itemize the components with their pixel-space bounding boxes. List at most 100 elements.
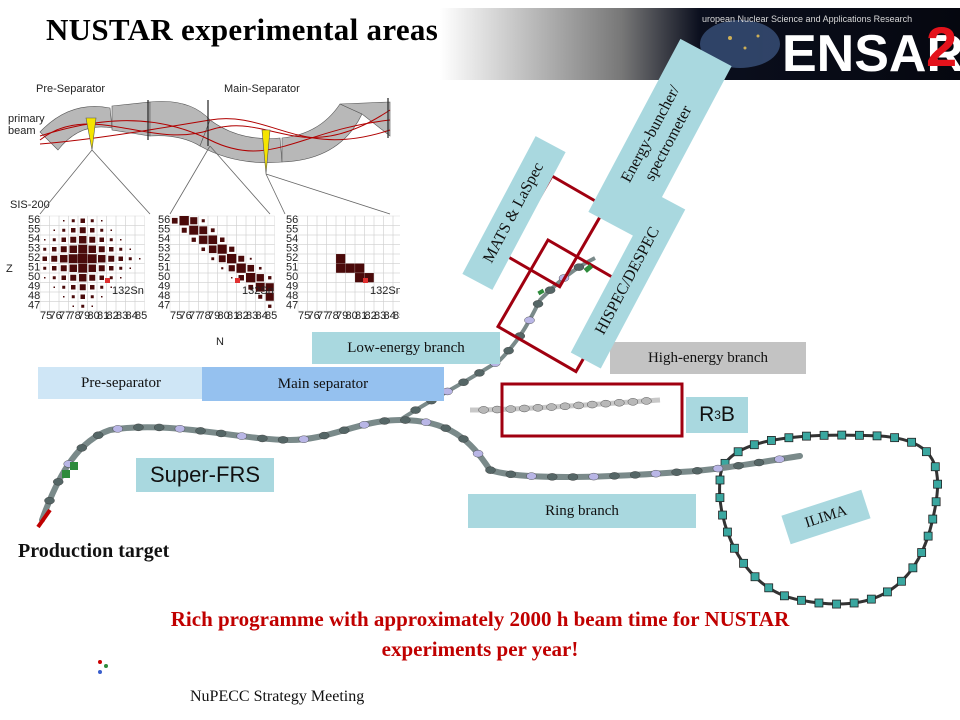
n-tick: 79	[208, 310, 220, 322]
isotope-grid-1: 5655545352515049484775767778798081828384…	[28, 214, 147, 322]
primary-beam-label-2: beam	[8, 125, 36, 137]
ring-magnet	[907, 437, 917, 447]
beam-magnet	[359, 421, 370, 429]
ensar-logo-text: ENSAR	[782, 25, 960, 80]
n-tick: 77	[59, 310, 71, 322]
beam-magnet	[420, 418, 432, 426]
production-target-label: Production target	[18, 540, 170, 562]
n-tick: 76	[308, 310, 320, 322]
n-tick: 82	[107, 310, 119, 322]
beam-magnet	[491, 405, 503, 414]
n-tick: 84	[126, 310, 138, 322]
ring-magnet	[749, 440, 759, 450]
ring-magnet	[718, 510, 727, 520]
ring-magnet	[928, 514, 938, 524]
beam-magnet	[505, 405, 516, 413]
beam-magnet	[609, 472, 620, 480]
beam-magnet	[573, 401, 584, 410]
beam-magnet	[544, 286, 556, 294]
ring-magnet	[933, 479, 942, 489]
z-tick: 53	[158, 243, 170, 255]
ring-magnet	[917, 548, 927, 557]
beam-magnet	[53, 478, 64, 486]
isotope-grid-2: 5655545352515049484775767778798081828384…	[158, 214, 277, 322]
beam-magnet	[63, 460, 74, 468]
beam-magnet	[298, 435, 309, 443]
beam-magnet	[519, 404, 530, 413]
beam-magnet	[133, 423, 144, 432]
page-title: NUSTAR experimental areas	[46, 12, 439, 47]
beam-magnet	[692, 467, 703, 475]
n-tick: 79	[336, 310, 348, 322]
z-tick: 56	[28, 214, 40, 226]
n-tick: 84	[256, 310, 268, 322]
z-tick: 51	[28, 262, 40, 274]
beam-magnet	[514, 332, 526, 340]
n-tick: 78	[69, 310, 81, 322]
beam-magnet	[472, 449, 484, 458]
z-tick: 50	[286, 271, 298, 283]
main-separator-fig-label: Main-Separator	[224, 83, 300, 95]
n-tick: 83	[246, 310, 258, 322]
beam-magnet	[195, 427, 206, 435]
low-energy-branch-label: Low-energy branch	[312, 332, 500, 364]
beam-magnet	[627, 398, 639, 406]
n-tick: 81	[97, 310, 109, 322]
footer-note: NuPECC Strategy Meeting	[190, 688, 365, 705]
beam-magnet	[257, 434, 268, 443]
z-tick: 55	[28, 224, 40, 236]
separator-figure: Pre-Separator Main-Separator primary bea…	[6, 83, 400, 348]
ring-magnet	[739, 558, 748, 568]
small-logo-icon	[98, 660, 108, 674]
z-tick: 53	[28, 243, 40, 255]
ring-magnet	[872, 431, 882, 441]
z-tick: 50	[158, 271, 170, 283]
n-tick: 85	[393, 310, 400, 322]
beam-magnet	[379, 417, 390, 425]
beam-magnet	[458, 435, 469, 443]
r3b-b: B	[720, 403, 735, 426]
beam-magnet	[671, 468, 682, 476]
pre-degrader-icon	[85, 117, 97, 151]
beam-magnet	[532, 404, 544, 412]
beam-magnet	[505, 470, 516, 478]
beam-magnet	[215, 429, 227, 438]
n-tick: 83	[374, 310, 386, 322]
beam-magnet	[440, 424, 452, 432]
pre-separator-fig-label: Pre-Separator	[36, 83, 105, 95]
ring-magnet	[931, 497, 941, 507]
n-tick: 81	[355, 310, 367, 322]
beam-magnet	[614, 399, 625, 407]
n-tick: 78	[327, 310, 339, 322]
beam-magnet	[76, 444, 88, 452]
z-tick: 48	[158, 290, 170, 302]
n-tick: 76	[180, 310, 192, 322]
beam-magnet	[277, 436, 289, 444]
isotope-grid-3: 5655545352515049484775767778798081828384…	[286, 214, 400, 322]
ring-magnet	[922, 447, 931, 457]
ilima-label: ILIMA	[781, 489, 871, 545]
ring-magnet	[767, 436, 776, 445]
isotope-label: 132Sn	[112, 285, 144, 297]
z-tick: 54	[28, 233, 40, 245]
z-tick: 51	[286, 262, 298, 274]
n-tick: 83	[116, 310, 128, 322]
ring-magnet	[802, 431, 811, 441]
z-tick: 48	[28, 290, 40, 302]
n-tick: 84	[384, 310, 396, 322]
z-tick: 51	[158, 262, 170, 274]
ensar-logo-number: 2	[926, 15, 957, 78]
isotope-label: 132Sn	[242, 285, 274, 297]
z-tick: 55	[158, 224, 170, 236]
beam-magnet	[503, 346, 514, 355]
ring-magnet	[866, 594, 876, 604]
super-frs-label: Super-FRS	[136, 458, 274, 492]
ring-magnet	[897, 576, 906, 586]
beam-magnet	[458, 378, 469, 386]
ring-magnet	[784, 433, 794, 443]
z-tick: 52	[286, 252, 298, 264]
beam-magnet	[733, 462, 744, 470]
ring-magnet	[750, 572, 760, 582]
n-tick: 75	[40, 310, 52, 322]
beam-magnet	[559, 402, 571, 410]
